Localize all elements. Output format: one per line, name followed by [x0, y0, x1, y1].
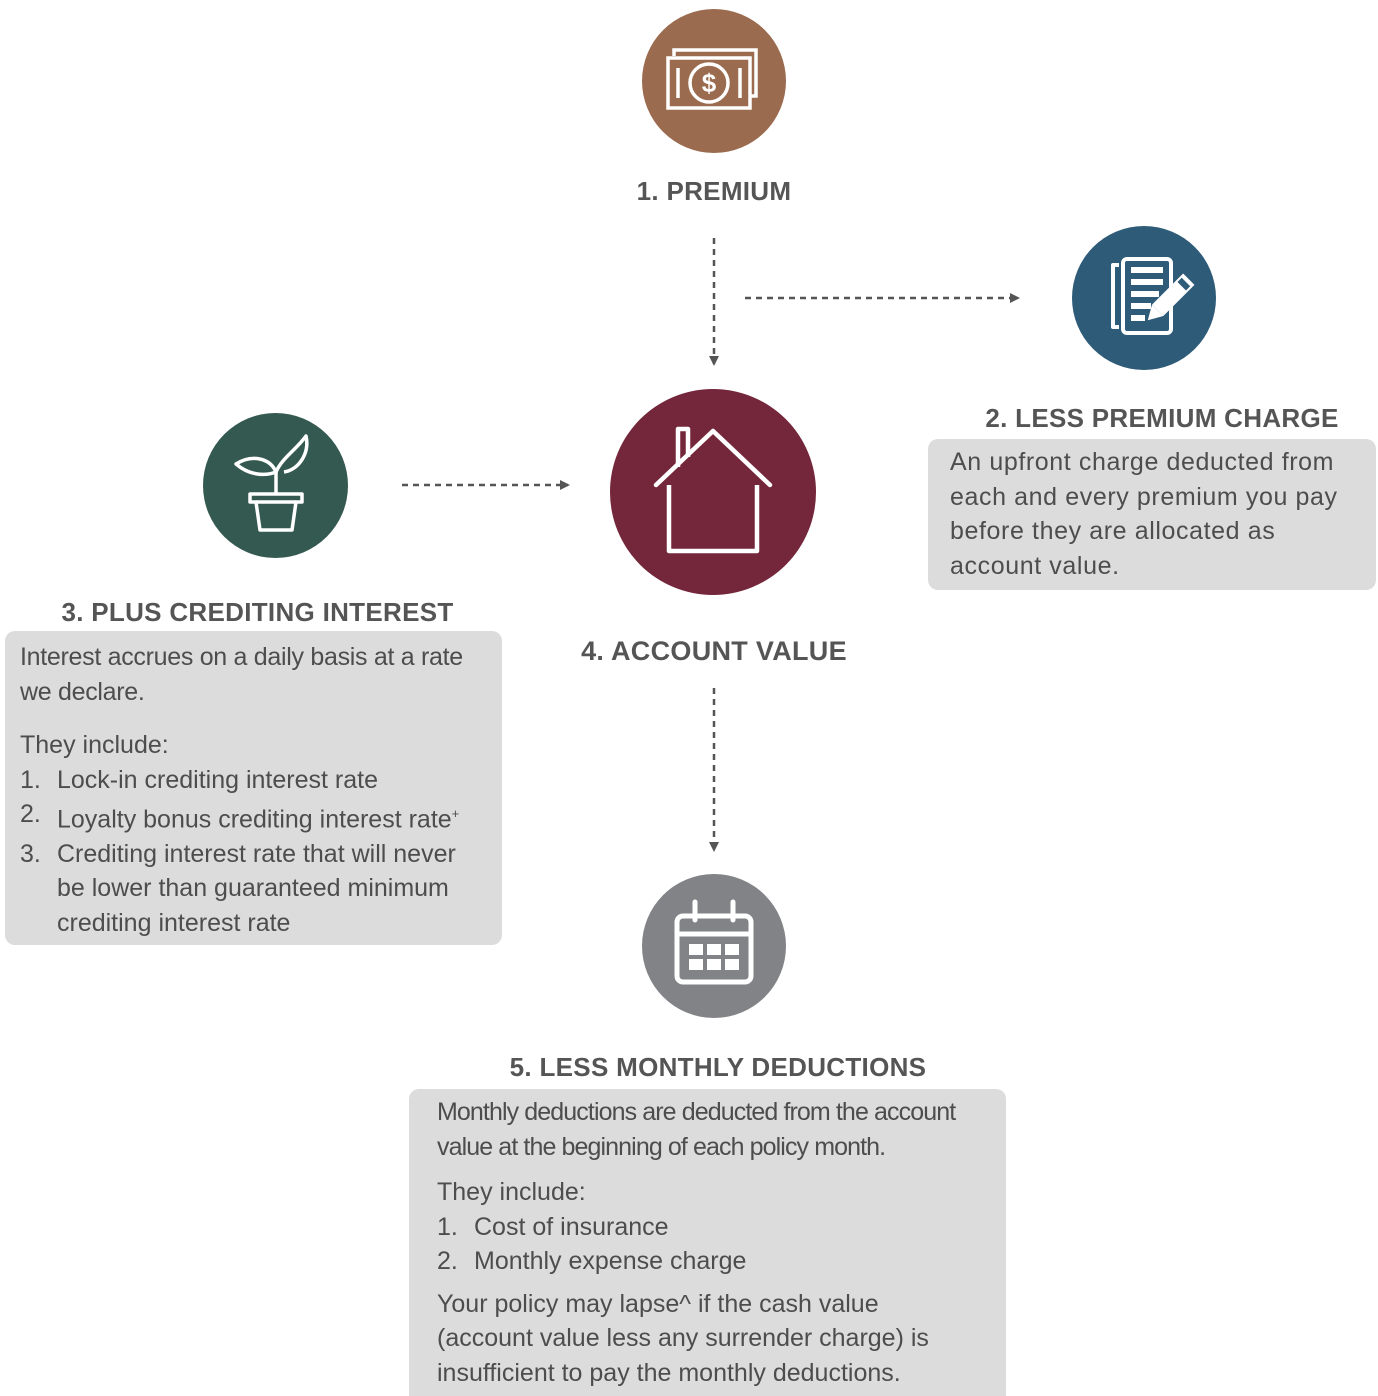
- crediting-interest-node: [203, 413, 348, 558]
- crediting-interest-description: Interest accrues on a daily basis at a r…: [20, 643, 463, 706]
- account-value-node: [610, 389, 816, 595]
- footnote-marker: +: [451, 806, 460, 821]
- list-item: 2. Loyalty bonus crediting interest rate…: [20, 797, 492, 837]
- monthly-deductions-heading: 5. LESS MONTHLY DEDUCTIONS: [509, 1052, 927, 1082]
- premium-charge-description-box: An upfront charge deducted from each and…: [928, 439, 1376, 590]
- list-item-number: 1.: [437, 1212, 458, 1241]
- monthly-deductions-note: Your policy may lapse^ if the cash value…: [437, 1289, 929, 1387]
- account-value-heading: 4. ACCOUNT VALUE: [581, 636, 847, 666]
- svg-text:$: $: [702, 68, 717, 98]
- list-item-text: Monthly expense charge: [474, 1247, 747, 1275]
- money-bill-icon: $: [664, 44, 764, 119]
- list-item-text: Crediting interest rate that will never …: [57, 839, 456, 937]
- monthly-deductions-include-intro: They include:: [437, 1178, 586, 1206]
- monthly-deductions-description-box: Monthly deductions are deducted from the…: [409, 1089, 1006, 1396]
- plant-pot-icon: [226, 428, 326, 543]
- list-item: 1. Cost of insurance: [437, 1210, 996, 1245]
- list-item-number: 3.: [20, 839, 41, 868]
- list-item: 2. Monthly expense charge: [437, 1244, 996, 1279]
- list-item: 1. Lock-in crediting interest rate: [20, 763, 492, 798]
- list-item-text: Loyalty bonus crediting interest rate+: [57, 797, 459, 837]
- list-item-text: Lock-in crediting interest rate: [57, 765, 378, 794]
- calendar-icon: [669, 896, 759, 997]
- crediting-interest-list: 1. Lock-in crediting interest rate 2. Lo…: [20, 763, 492, 941]
- list-item-text: Cost of insurance: [474, 1212, 669, 1241]
- list-item-number: 1.: [20, 765, 41, 794]
- crediting-interest-include-intro: They include:: [20, 731, 169, 759]
- premium-charge-node: [1072, 226, 1216, 370]
- crediting-interest-heading: 3. PLUS CREDITING INTEREST: [61, 597, 454, 627]
- premium-charge-description: An upfront charge deducted from each and…: [950, 448, 1338, 580]
- premium-node: $: [642, 9, 786, 153]
- monthly-deductions-description: Monthly deductions are deducted from the…: [437, 1098, 956, 1161]
- list-item-number: 2.: [20, 800, 41, 828]
- monthly-deductions-node: [642, 874, 786, 1018]
- crediting-interest-description-box: Interest accrues on a daily basis at a r…: [5, 631, 502, 945]
- premium-heading: 1. PREMIUM: [636, 176, 792, 206]
- monthly-deductions-list: 1. Cost of insurance 2. Monthly expense …: [437, 1210, 996, 1279]
- document-pen-icon: [1089, 251, 1199, 346]
- list-item-text-body: Loyalty bonus crediting interest rate: [57, 805, 452, 834]
- list-item: 3. Crediting interest rate that will nev…: [20, 837, 492, 941]
- house-icon: [648, 425, 778, 560]
- premium-charge-heading: 2. LESS PREMIUM CHARGE: [985, 403, 1339, 433]
- list-item-number: 2.: [437, 1247, 458, 1275]
